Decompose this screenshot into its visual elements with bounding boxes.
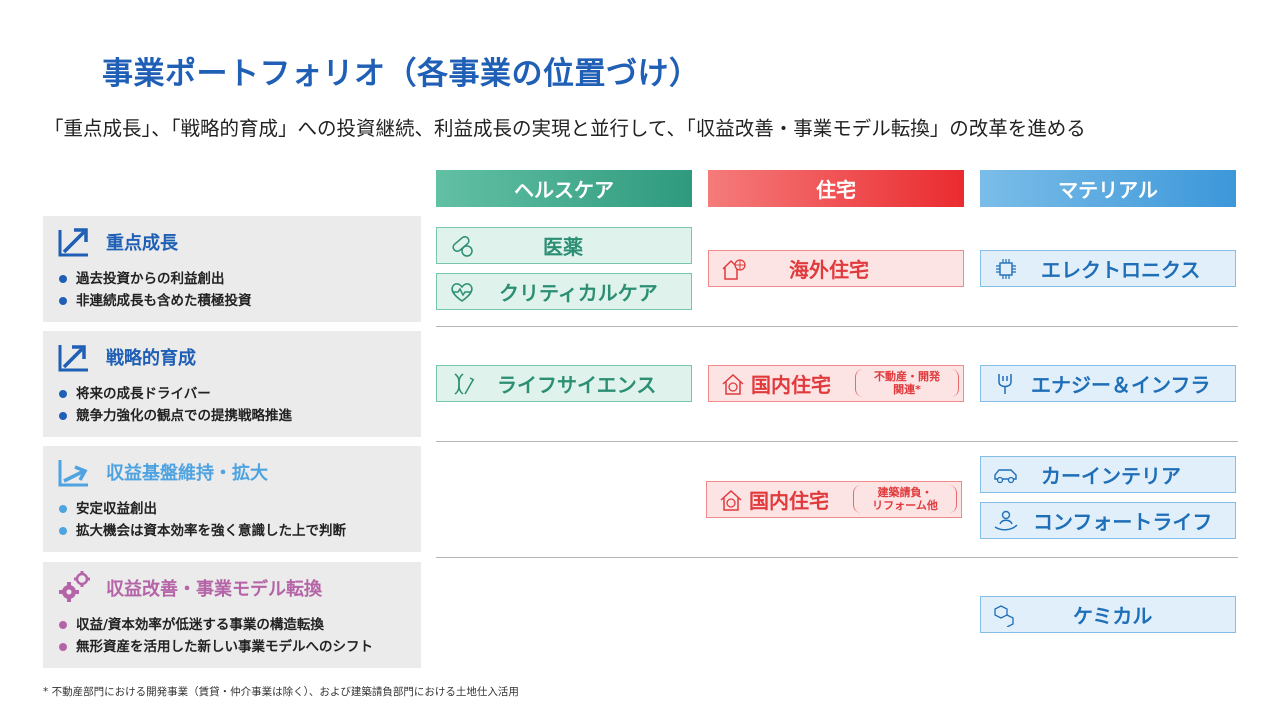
category-base-maintenance: 収益基盤維持・拡大 安定収益創出 拡大機会は資本効率を強く意識した上で判断 bbox=[43, 446, 421, 552]
business-critical-care: クリティカルケア bbox=[436, 273, 692, 310]
category-title: 収益改善・事業モデル転換 bbox=[106, 579, 322, 600]
business-note: 建築請負・ リフォーム他 bbox=[853, 485, 957, 513]
house-globe-icon bbox=[722, 259, 746, 280]
category-title: 戦略的育成 bbox=[106, 348, 196, 369]
hand-person-icon bbox=[994, 510, 1018, 531]
business-domestic-housing-development: 国内住宅 不動産・開発 関連* bbox=[708, 365, 964, 402]
house-yen-icon bbox=[722, 373, 744, 395]
category-bullet: 収益/資本効率が低迷する事業の構造転換 bbox=[59, 614, 373, 636]
business-domestic-housing-contracting: 国内住宅 建築請負・ リフォーム他 bbox=[706, 481, 962, 518]
category-profit-improvement: 収益改善・事業モデル転換 収益/資本効率が低迷する事業の構造転換 無形資産を活用… bbox=[43, 562, 421, 668]
growth-arrow-icon bbox=[58, 460, 88, 487]
business-comfort-life: コンフォートライフ bbox=[980, 502, 1236, 539]
category-title: 重点成長 bbox=[106, 233, 178, 254]
business-electronics: エレクトロニクス bbox=[980, 250, 1236, 287]
category-bullet: 安定収益創出 bbox=[59, 498, 346, 520]
business-life-science: ライフサイエンス bbox=[436, 365, 692, 402]
column-header-healthcare: ヘルスケア bbox=[436, 170, 692, 207]
page-subtitle: 「重点成長」、「戦略的育成」への投資継続、利益成長の実現と並行して、「収益改善・… bbox=[44, 117, 1086, 140]
business-chemical: ケミカル bbox=[980, 596, 1236, 633]
business-note: 不動産・開発 関連* bbox=[855, 369, 959, 397]
category-bullet: 競争力強化の観点での提携戦略推進 bbox=[59, 405, 292, 427]
category-bullet: 将来の成長ドライバー bbox=[59, 383, 292, 405]
category-bullet: 過去投資からの利益創出 bbox=[59, 268, 252, 290]
business-car-interior: カーインテリア bbox=[980, 456, 1236, 493]
row-divider bbox=[436, 557, 1238, 558]
heart-pulse-icon bbox=[451, 283, 473, 302]
row-divider bbox=[436, 326, 1238, 327]
category-bullet: 拡大機会は資本効率を強く意識した上で判断 bbox=[59, 520, 346, 542]
chip-icon bbox=[996, 259, 1016, 279]
category-bullet: 非連続成長も含めた積極投資 bbox=[59, 290, 252, 312]
plug-icon bbox=[998, 374, 1012, 394]
page-title: 事業ポートフォリオ（各事業の位置づけ） bbox=[102, 56, 701, 92]
category-focus-growth: 重点成長 過去投資からの利益創出 非連続成長も含めた積極投資 bbox=[43, 216, 421, 322]
growth-arrow-icon bbox=[58, 345, 88, 372]
business-overseas-housing: 海外住宅 bbox=[708, 250, 964, 287]
column-header-materials: マテリアル bbox=[980, 170, 1236, 207]
category-title: 収益基盤維持・拡大 bbox=[106, 463, 268, 484]
business-pharma: 医薬 bbox=[436, 227, 692, 264]
category-strategic-development: 戦略的育成 将来の成長ドライバー 競争力強化の観点での提携戦略推進 bbox=[43, 331, 421, 437]
business-energy-infra: エナジー＆インフラ bbox=[980, 365, 1236, 402]
molecule-icon bbox=[994, 605, 1014, 627]
footnote: * 不動産部門における開発事業（賃貸・仲介事業は除く）、および建築請負部門におけ… bbox=[43, 686, 519, 698]
gears-icon bbox=[59, 571, 90, 602]
column-header-housing: 住宅 bbox=[708, 170, 964, 207]
car-icon bbox=[994, 469, 1017, 484]
pill-icon bbox=[452, 236, 473, 257]
growth-arrow-icon bbox=[58, 228, 88, 257]
house-yen-icon bbox=[720, 489, 742, 511]
category-bullet: 無形資産を活用した新しい事業モデルへのシフト bbox=[59, 636, 373, 658]
dna-icon bbox=[454, 373, 475, 395]
row-divider bbox=[436, 441, 1238, 442]
